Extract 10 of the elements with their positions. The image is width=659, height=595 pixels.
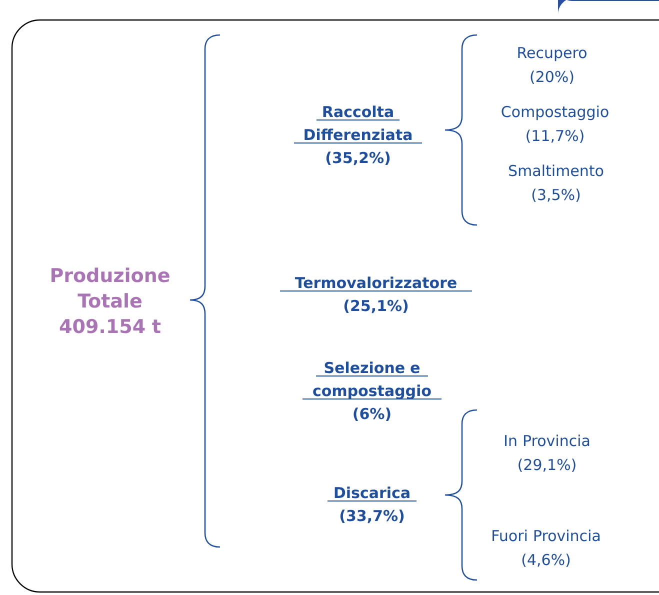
subcategory-label: In Provincia (29,1%) — [505, 434, 590, 472]
category-label: Raccolta Differenziata (35,2%) — [294, 106, 422, 166]
subcategory-label: Fuori Provincia (4,6%) — [492, 530, 600, 567]
subcategory-label: Smaltimento (3,5%) — [509, 164, 604, 202]
total-label: Produzione Totale 409.154 t — [51, 268, 170, 334]
subcategory-label: Recupero (20%) — [518, 47, 586, 84]
subcategory-label: Compostaggio (11,7%) — [502, 106, 608, 143]
category-label: Discarica (33,7%) — [327, 486, 417, 524]
category-label: Selezione e compostaggio (6%) — [302, 362, 442, 421]
category-label: Termovalorizzatore (25,1%) — [280, 276, 472, 314]
